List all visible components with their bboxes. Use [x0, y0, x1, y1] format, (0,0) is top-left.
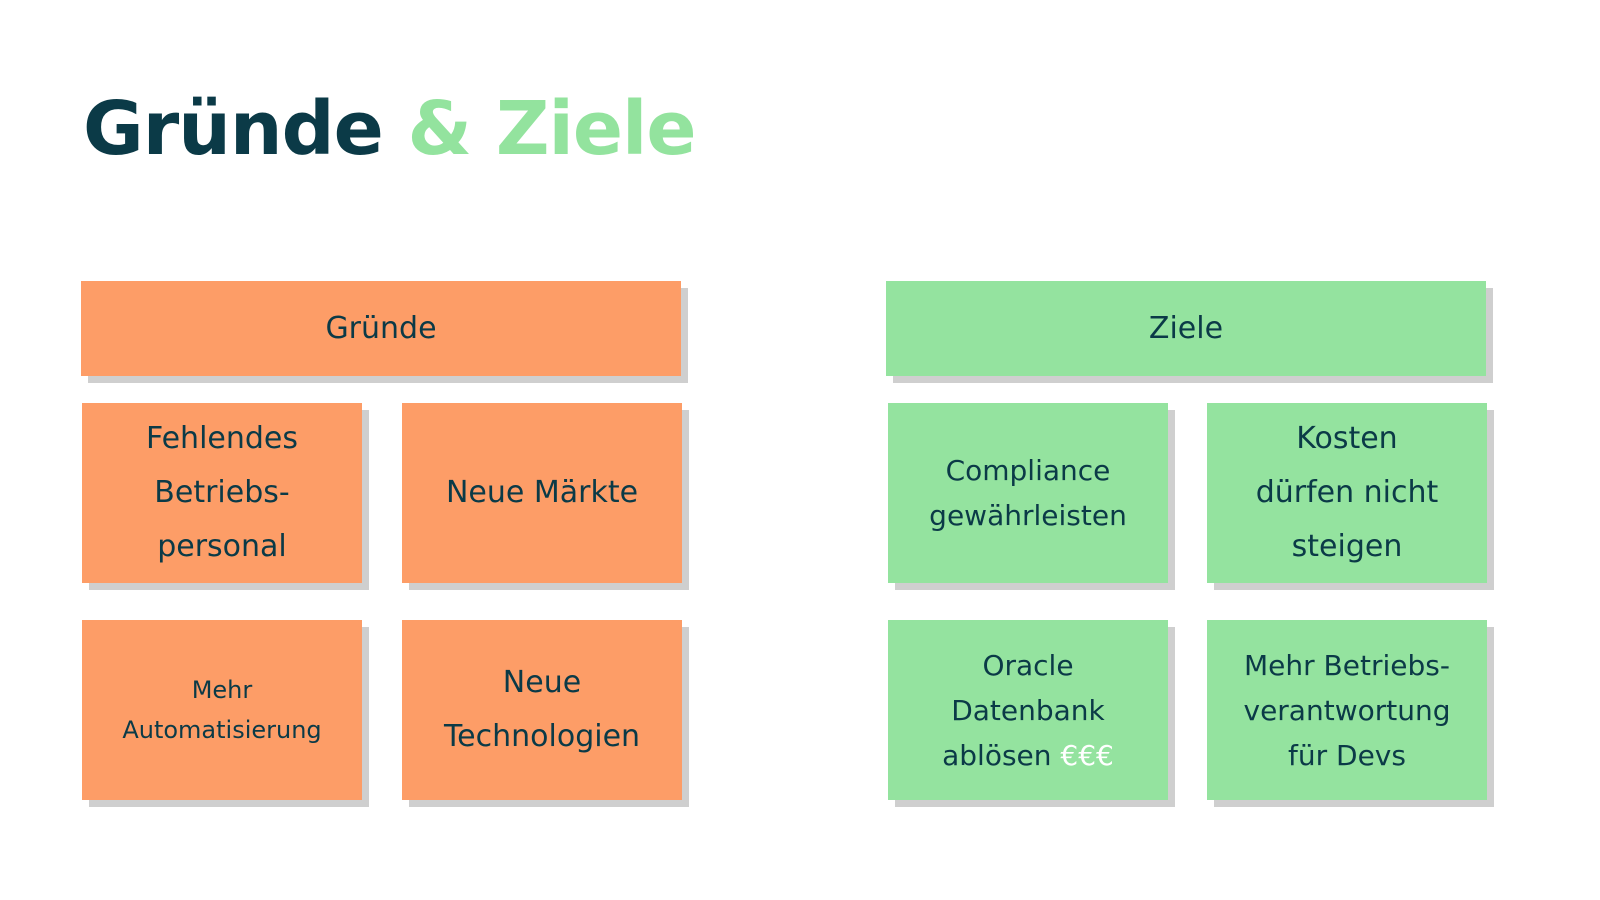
- note-line: Automatisierung: [122, 716, 322, 744]
- gruende-header-card: Gründe: [81, 281, 681, 376]
- note-line: Mehr Betriebs-: [1244, 648, 1450, 682]
- note-line: Oracle: [982, 648, 1074, 682]
- title-part-gruende: Gründe: [83, 86, 384, 172]
- note-mehr-automatisierung: Mehr Automatisierung: [82, 620, 362, 800]
- note-line: verantwortung: [1243, 693, 1451, 727]
- euro-highlight: €€€: [1060, 738, 1114, 772]
- note-line: Neue: [502, 665, 582, 700]
- note-line: steigen: [1291, 529, 1403, 564]
- note-neue-technologien: Neue Technologien: [402, 620, 682, 800]
- note-fehlendes-betriebspersonal: Fehlendes Betriebs- personal: [82, 403, 362, 583]
- note-line: dürfen nicht: [1255, 475, 1439, 510]
- note-line: Compliance: [945, 454, 1111, 487]
- note-line: für Devs: [1288, 738, 1406, 772]
- note-line: personal: [157, 529, 287, 564]
- note-neue-maerkte: Neue Märkte: [402, 403, 682, 583]
- note-line: Neue Märkte: [445, 475, 639, 510]
- note-line: Kosten: [1296, 421, 1398, 456]
- note-oracle-datenbank: Oracle Datenbank ablösen €€€: [888, 620, 1168, 800]
- ziele-header-card: Ziele: [886, 281, 1486, 376]
- note-line: Fehlendes: [145, 421, 299, 456]
- note-word: ablösen: [942, 738, 1052, 772]
- slide-title: Gründe & Ziele: [83, 84, 697, 174]
- note-line: Betriebs-: [154, 475, 290, 510]
- gruende-header-label: Gründe: [325, 311, 437, 346]
- note-line: gewährleisten: [929, 499, 1127, 532]
- note-line: Mehr: [191, 676, 253, 704]
- note-betriebsverantwortung: Mehr Betriebs- verantwortung für Devs: [1207, 620, 1487, 800]
- note-line: ablösen €€€: [942, 733, 1114, 778]
- note-compliance: Compliance gewährleisten: [888, 403, 1168, 583]
- note-line: Technologien: [443, 719, 641, 754]
- note-kosten: Kosten dürfen nicht steigen: [1207, 403, 1487, 583]
- title-part-ziele: & Ziele: [407, 86, 697, 172]
- ziele-header-label: Ziele: [1148, 311, 1224, 346]
- note-line: Datenbank: [951, 693, 1105, 727]
